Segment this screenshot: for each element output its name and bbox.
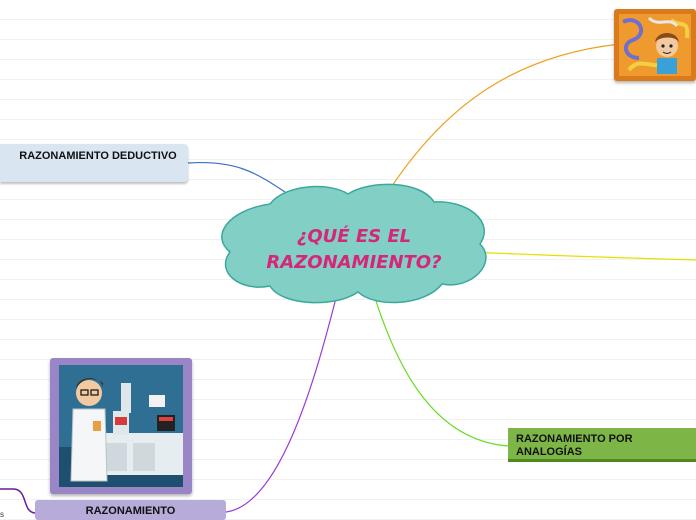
node-razonamiento-inductivo[interactable]: RAZONAMIENTO (35, 500, 226, 520)
node-label: RAZONAMIENTO POR ANALOGÍAS (516, 433, 633, 458)
puzzle-illustration (619, 14, 691, 76)
node-label: RAZONAMIENTO DEDUCTIVO (19, 150, 177, 162)
node-label: RAZONAMIENTO (85, 505, 176, 517)
connector-puzzle (391, 43, 621, 187)
central-cloud (221, 183, 487, 304)
connector-inductivo (225, 297, 337, 513)
connector-analogias (374, 297, 509, 447)
central-title[interactable]: ¿QUÉ ES EL RAZONAMIENTO? (266, 226, 442, 273)
connector-right (469, 251, 696, 261)
edge-fragment-text: s (0, 510, 4, 519)
puzzle-image[interactable] (614, 9, 696, 81)
node-razonamiento-deductivo[interactable]: RAZONAMIENTO DEDUCTIVO (0, 144, 188, 182)
connector-deductivo (187, 161, 286, 193)
connector-left-stub (0, 488, 36, 514)
scientist-illustration (59, 365, 183, 487)
node-razonamiento-analogias[interactable]: RAZONAMIENTO POR ANALOGÍAS (508, 428, 696, 462)
scientist-image[interactable] (50, 358, 192, 494)
